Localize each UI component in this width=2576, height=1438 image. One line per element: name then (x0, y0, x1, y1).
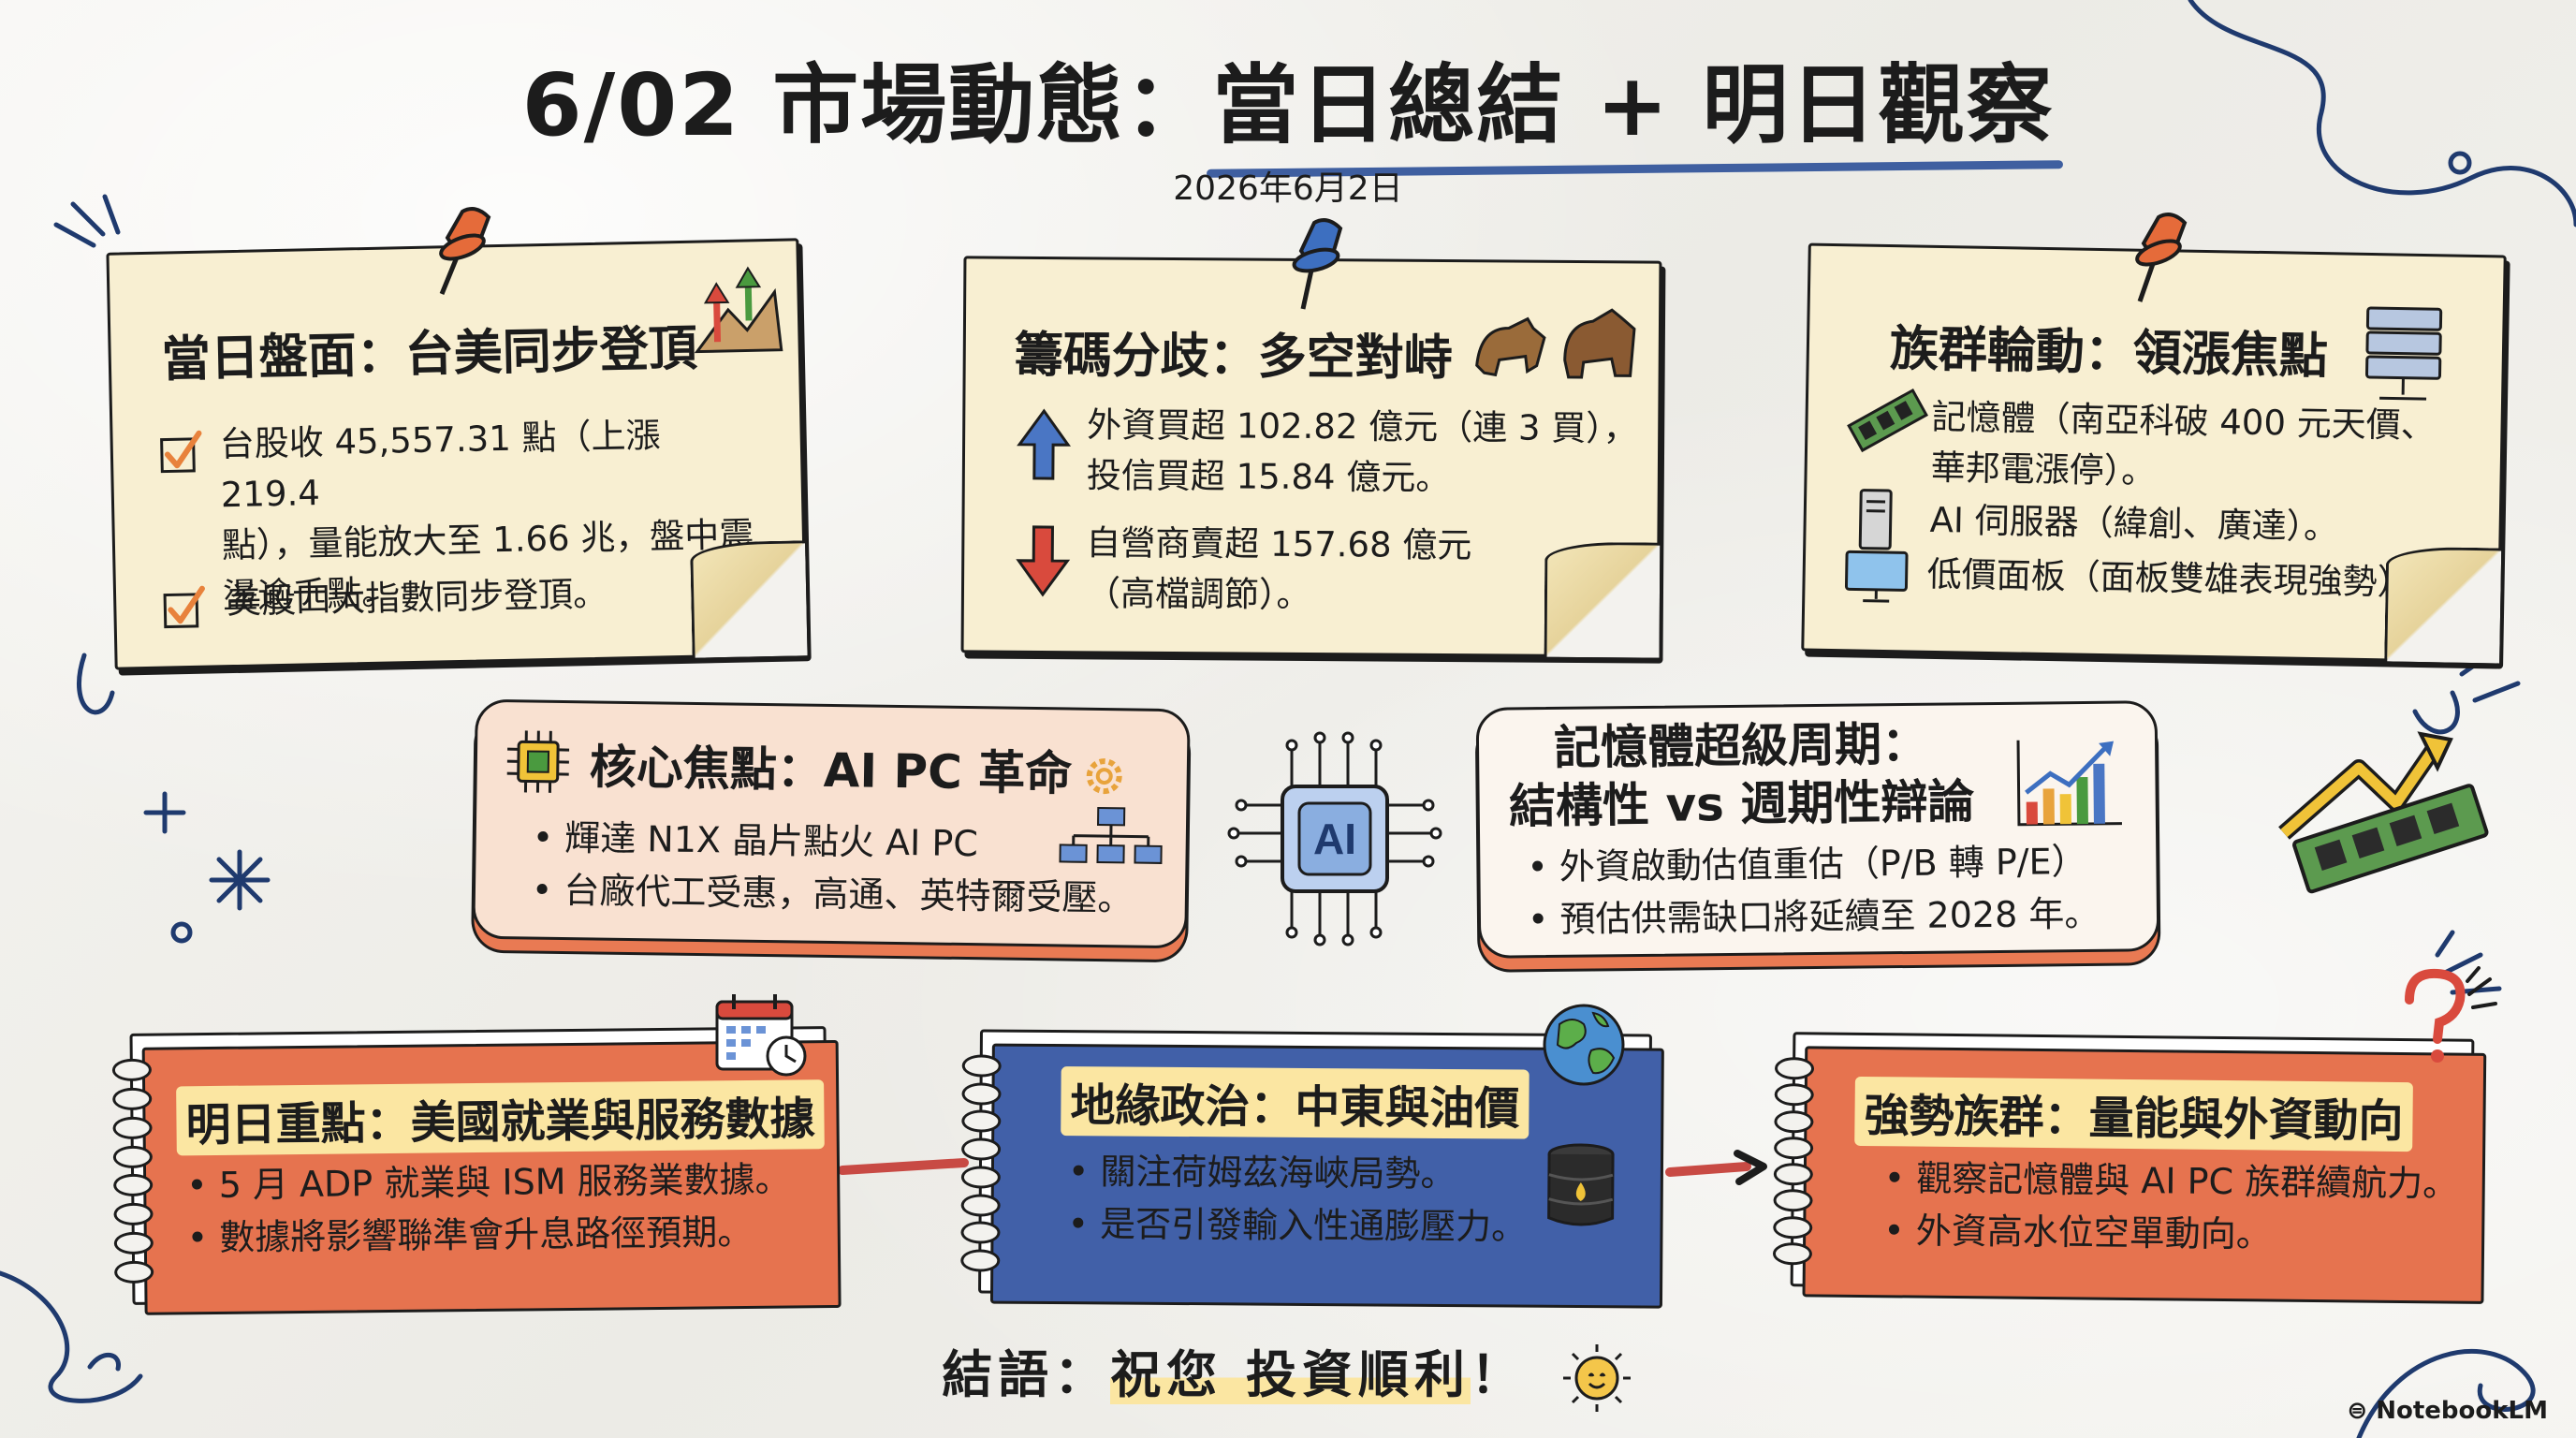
monitor-icon (1844, 550, 1909, 603)
card-sectors-line-2: 華邦電漲停）。 (1930, 447, 2157, 492)
date-label: 2026年6月2日 (1173, 169, 1403, 208)
tomorrow-strong-title: 強勢族群：量能與外資動向 (1854, 1076, 2413, 1152)
bar-chart-icon (2016, 740, 2122, 827)
sun-smiley-icon (1562, 1344, 1631, 1413)
focus-memory-bullets: • 外資啟動估值重估（P/B 轉 P/E） • 預估供需缺口將延續至 2028 … (1527, 835, 2100, 946)
tomorrow-jobs-bullet-2: • 數據將影響聯準會升息路徑預期。 (186, 1211, 754, 1259)
tomorrow-jobs-bullet-1: • 5 月 ADP 就業與 ISM 服務業數據。 (185, 1158, 791, 1207)
gear-icon (1086, 758, 1122, 795)
ai-chip-label: AI (1313, 814, 1356, 863)
focus-memory-bullet-2: • 預估供需缺口將延續至 2028 年。 (1527, 892, 2100, 941)
oil-barrel-icon (1547, 1143, 1615, 1226)
focus-memory-title-1: 記憶體超級周期： (1553, 716, 1929, 775)
focus-memory-bullet-1: • 外資啟動估值重估（P/B 轉 P/E） (1527, 840, 2087, 888)
card-daily-market: 當日盤面：台美同步登頂 台股收 45,557.31 點（上漲 219.4 點），… (106, 238, 808, 670)
card-chips-text-2: 自營商賣超 157.68 億元 （高檔調節）。 (1086, 518, 1472, 622)
spiral-binding (960, 1054, 1005, 1272)
tomorrow-geo-bullet-1: • 關注荷姆茲海峽局勢。 (1067, 1151, 1456, 1196)
title-highlight: 當日總結 + 明日觀察 (1212, 36, 2054, 160)
memory-icon (1847, 388, 1928, 453)
server-icon (2365, 306, 2443, 401)
card-chips-line-1: 外資買超 102.82 億元（連 3 買）， (1087, 404, 1638, 449)
tomorrow-strong-bullet-2: • 外資高水位空單動向。 (1882, 1210, 2272, 1255)
question-icon (2405, 966, 2497, 1063)
title-prefix: 6/02 市場動態： (521, 55, 1213, 155)
card-sectors-line-1: 記憶體（南亞科破 400 元天價、 (1931, 396, 2437, 447)
ai-chip-icon: AI (1227, 731, 1442, 946)
closing-remark: 結語：祝您 投資順利！ (0, 1333, 2576, 1416)
card-chips-text-1: 外資買超 102.82 億元（連 3 買）， 投信買超 15.84 億元。 (1087, 400, 1638, 505)
focus-ai-pc-bullet-2: • 台廠代工受惠，高通、英特爾受壓。 (531, 869, 1134, 919)
checkbox-icon (160, 430, 202, 474)
focus-memory-title: 記憶體超級周期： 結構性 vs 週期性辯論 (1479, 714, 2004, 836)
arrow-down-icon (1016, 525, 1071, 597)
tomorrow-jobs-bullets: • 5 月 ADP 就業與 ISM 服務業數據。 • 數據將影響聯準會升息路徑預… (186, 1153, 791, 1265)
checkbox-icon (163, 585, 205, 629)
card-chips-line-4: （高檔調節）。 (1085, 573, 1311, 615)
tomorrow-geo-bullets: • 關注荷姆茲海峽局勢。 • 是否引發輸入性通膨壓力。 (1067, 1145, 1527, 1253)
arrow-up-icon (1017, 408, 1072, 480)
tomorrow-jobs-title: 明日重點：美國就業與服務數據 (176, 1079, 825, 1156)
tomorrow-geo-title: 地緣政治：中東與油價 (1061, 1066, 1530, 1139)
pushpin-icon (2135, 213, 2188, 302)
card-chips-line-2: 投信買超 15.84 億元。 (1086, 455, 1451, 499)
focus-ai-pc: 核心焦點：AI PC 革命 • 輝達 N1X 晶片點火 AI PC • 台廠代工… (472, 698, 1191, 949)
tomorrow-geo: 地緣政治：中東與油價 • 關注荷姆茲海峽局勢。 • 是否引發輸入性通膨壓力。 (960, 1029, 1664, 1309)
closing-highlight: 祝您 投資順利 (1110, 1345, 1471, 1404)
card-chips-line-3: 自營商賣超 157.68 億元 (1086, 522, 1472, 566)
card-daily-line-4: 美股四大指數同步登頂。 (226, 573, 608, 623)
card-daily-line-1: 台股收 45,557.31 點（上漲 219.4 (219, 415, 661, 516)
tomorrow-geo-bullet-2: • 是否引發輸入性通膨壓力。 (1067, 1203, 1528, 1248)
spiral-binding (111, 1058, 158, 1284)
card-daily-title: 當日盤面：台美同步登頂 (161, 320, 698, 389)
tomorrow-strong-bullets: • 觀察記憶體與 AI PC 族群續航力。 • 外資高水位空單動向。 (1883, 1152, 2459, 1262)
card-sectors: 族群輪動：領漲焦點 記憶體（南亞科破 400 元天價、 華邦電漲停）。 AI 伺… (1801, 242, 2507, 664)
tomorrow-strong: 強勢族群：量能與外資動向 • 觀察記憶體與 AI PC 族群續航力。 • 外資高… (1772, 1032, 2487, 1304)
flowchart-icon (1059, 806, 1163, 864)
globe-icon (1543, 1004, 1625, 1086)
card-sectors-title: 族群輪動：領漲焦點 (1889, 321, 2329, 386)
mountain-arrows-icon (694, 266, 783, 354)
card-chips-title: 籌碼分歧：多空對峙 (1014, 327, 1453, 388)
focus-memory-title-2: 結構性 vs 週期性辯論 (1508, 774, 1975, 834)
focus-ai-pc-title: 核心焦點：AI PC 革命 (589, 740, 1073, 801)
card-sectors-line-4: 低價面板（面板雙雄表現強勢）。 (1926, 553, 2430, 604)
focus-memory: 記憶體超級周期： 結構性 vs 週期性辯論 • 外資啟動估值重估（P/B 轉 P… (1475, 700, 2160, 959)
spiral-binding (1772, 1056, 1818, 1266)
closing-suffix: ！ (1471, 1345, 1527, 1404)
card-sectors-line-3: AI 伺服器（緯創、廣達）。 (1929, 499, 2339, 548)
card-sectors-text-1: 記憶體（南亞科破 400 元天價、 華邦電漲停）。 (1930, 392, 2436, 502)
focus-ai-pc-bullets: • 輝達 N1X 晶片點火 AI PC • 台廠代工受惠，高通、英特爾受壓。 (532, 812, 1134, 925)
pushpin-icon (439, 207, 491, 295)
card-chips: 籌碼分歧：多空對峙 外資買超 102.82 億元（連 3 買）， 投信買超 15… (960, 256, 1662, 658)
brand-logo: ⊜ NotebookLM (2347, 1397, 2548, 1425)
bull-bear-icon (1475, 308, 1636, 379)
calendar-icon (715, 994, 807, 1077)
pushpin-icon (1292, 218, 1343, 310)
server-tower-icon (1858, 489, 1893, 550)
tomorrow-strong-bullet-1: • 觀察記憶體與 AI PC 族群續航力。 (1883, 1157, 2459, 1205)
closing-prefix: 結語： (942, 1345, 1111, 1404)
chip-icon (506, 730, 570, 793)
page-title: 6/02 市場動態：當日總結 + 明日觀察 (0, 36, 2576, 160)
focus-ai-pc-bullet-1: • 輝達 N1X 晶片點火 AI PC (532, 816, 979, 865)
